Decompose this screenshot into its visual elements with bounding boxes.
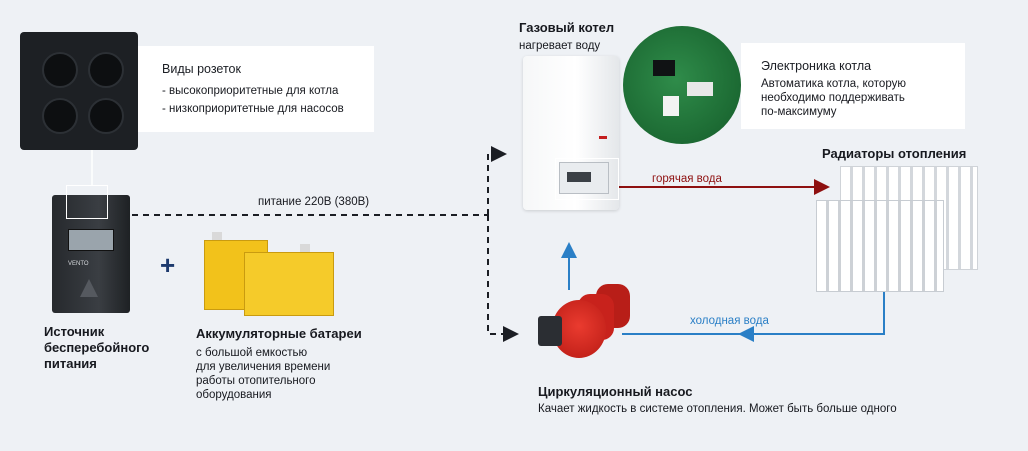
ups-display — [68, 229, 114, 251]
sockets-line-2: - низкоприоритетные для насосов — [162, 103, 344, 115]
power-line-to-pump — [487, 215, 519, 342]
radiator-image-front — [816, 200, 944, 292]
socket-icon — [88, 52, 124, 88]
ups-image: VENTO — [52, 195, 130, 313]
socket-icon — [88, 98, 124, 134]
boiler-subtitle: нагревает воду — [519, 40, 601, 52]
socket-panel-image — [20, 32, 138, 150]
electronics-callout: Электроника котла Автоматика котла, кото… — [741, 43, 965, 129]
radiators-title: Радиаторы отопления — [822, 146, 967, 161]
pump-title: Циркуляционный насос — [538, 384, 693, 399]
batteries-title: Аккумуляторные батареи — [196, 326, 362, 341]
cold-water-return — [738, 292, 885, 342]
chip-icon — [653, 60, 675, 76]
boiler-logo-icon — [599, 136, 607, 139]
ups-brand-label: VENTO — [68, 261, 89, 267]
boiler-image — [523, 56, 619, 210]
socket-icon — [42, 98, 78, 134]
hot-water-label: горячая вода — [652, 173, 722, 185]
power-line-to-boiler — [487, 146, 507, 215]
chip-icon — [663, 96, 679, 116]
sockets-callout: Виды розеток - высокоприоритетные для ко… — [138, 46, 374, 132]
battery-terminal-icon — [300, 244, 310, 252]
cold-water-label: холодная вода — [690, 315, 769, 327]
electronics-line-1: Автоматика котла, которую — [761, 78, 906, 90]
battery-image — [244, 252, 334, 316]
boiler-title: Газовый котел — [519, 20, 615, 35]
electronics-title: Электроника котла — [761, 59, 872, 73]
boiler-panel-outline — [555, 158, 619, 200]
power-label: питание 220В (380В) — [258, 196, 370, 208]
electronics-line-3: по-максимуму — [761, 106, 837, 118]
boiler-display — [567, 172, 591, 182]
ups-socket-outline — [66, 185, 108, 219]
chip-icon — [687, 82, 713, 96]
batteries-desc: с большой емкостью для увеличения времен… — [196, 347, 331, 401]
pump-motor-icon — [538, 316, 562, 346]
sockets-title: Виды розеток — [162, 62, 241, 76]
circuit-board-image — [623, 26, 741, 144]
battery-terminal-icon — [212, 232, 222, 240]
socket-icon — [42, 52, 78, 88]
plus-sign: + — [160, 250, 176, 280]
ups-logo-icon — [80, 279, 98, 297]
ups-title: Источник бесперебойного питания — [44, 324, 150, 371]
sockets-line-1: - высокоприоритетные для котла — [162, 85, 339, 97]
pump-subtitle: Качает жидкость в системе отопления. Мож… — [538, 403, 897, 415]
electronics-line-2: необходимо поддерживать — [761, 92, 905, 104]
